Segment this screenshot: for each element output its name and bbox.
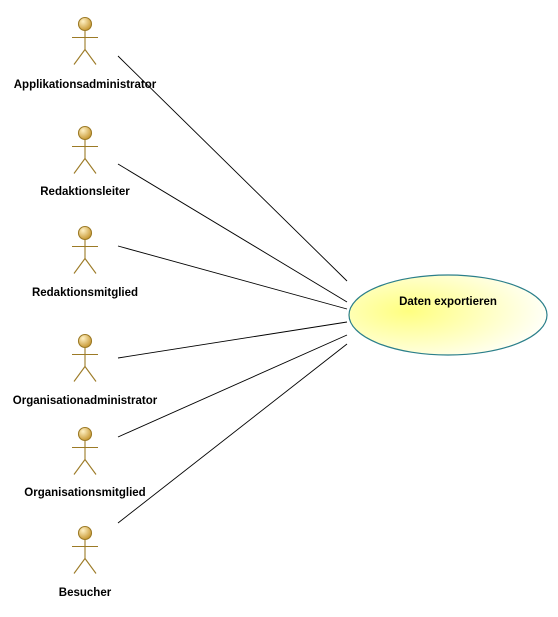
association-line-applikationsadministrator	[117, 55, 348, 282]
actor-right-leg	[84, 258, 97, 274]
actor-left-leg	[73, 366, 86, 382]
use-case-daten-exportieren[interactable]: Daten exportieren	[348, 274, 548, 356]
actor-head	[77, 125, 93, 141]
actor-label: Organisationadministrator	[13, 395, 158, 407]
actor-head	[77, 225, 93, 241]
association-line-redaktionsleiter	[117, 163, 348, 303]
actor-right-leg	[84, 158, 97, 174]
actor-figure-icon	[72, 125, 98, 174]
actor-left-leg	[73, 558, 86, 574]
actor-label: Applikationsadministrator	[14, 79, 157, 91]
actor-figure-icon	[72, 426, 98, 475]
actor-redaktionsleiter[interactable]: Redaktionsleiter	[40, 125, 130, 199]
actor-figure-icon	[72, 16, 98, 65]
use-case-ellipse	[348, 274, 548, 356]
actor-applikationsadministrator[interactable]: Applikationsadministrator	[14, 16, 157, 92]
association-line-organisationsmitglied	[117, 334, 348, 438]
actor-right-leg	[84, 558, 97, 574]
actor-label: Redaktionsmitglied	[32, 287, 138, 299]
actor-label: Besucher	[59, 587, 112, 599]
actor-besucher[interactable]: Besucher	[59, 525, 112, 600]
actor-left-leg	[73, 49, 86, 65]
actor-head	[77, 16, 93, 32]
actor-label: Redaktionsleiter	[40, 186, 130, 198]
actor-organisationadministrator[interactable]: Organisationadministrator	[13, 333, 158, 408]
actor-right-leg	[84, 49, 97, 65]
association-line-redaktionsmitglied	[117, 245, 348, 310]
actor-head	[77, 426, 93, 442]
actor-left-leg	[73, 158, 86, 174]
actor-organisationsmitglied[interactable]: Organisationsmitglied	[24, 426, 146, 500]
actor-figure-icon	[72, 225, 98, 274]
association-line-organisationadministrator	[117, 321, 348, 359]
association-line-besucher	[117, 343, 348, 524]
association-lines	[117, 55, 348, 524]
actor-left-leg	[73, 258, 86, 274]
actor-label: Organisationsmitglied	[24, 487, 145, 499]
actor-head	[77, 525, 93, 541]
use-cases: Daten exportieren	[348, 274, 548, 356]
use-case-label: Daten exportieren	[399, 296, 497, 308]
actor-redaktionsmitglied[interactable]: Redaktionsmitglied	[32, 225, 138, 300]
actor-head	[77, 333, 93, 349]
actors: ApplikationsadministratorRedaktionsleite…	[13, 16, 158, 600]
actor-right-leg	[84, 459, 97, 475]
actor-right-leg	[84, 366, 97, 382]
actor-left-leg	[73, 459, 86, 475]
actor-figure-icon	[72, 525, 98, 574]
actor-figure-icon	[72, 333, 98, 382]
